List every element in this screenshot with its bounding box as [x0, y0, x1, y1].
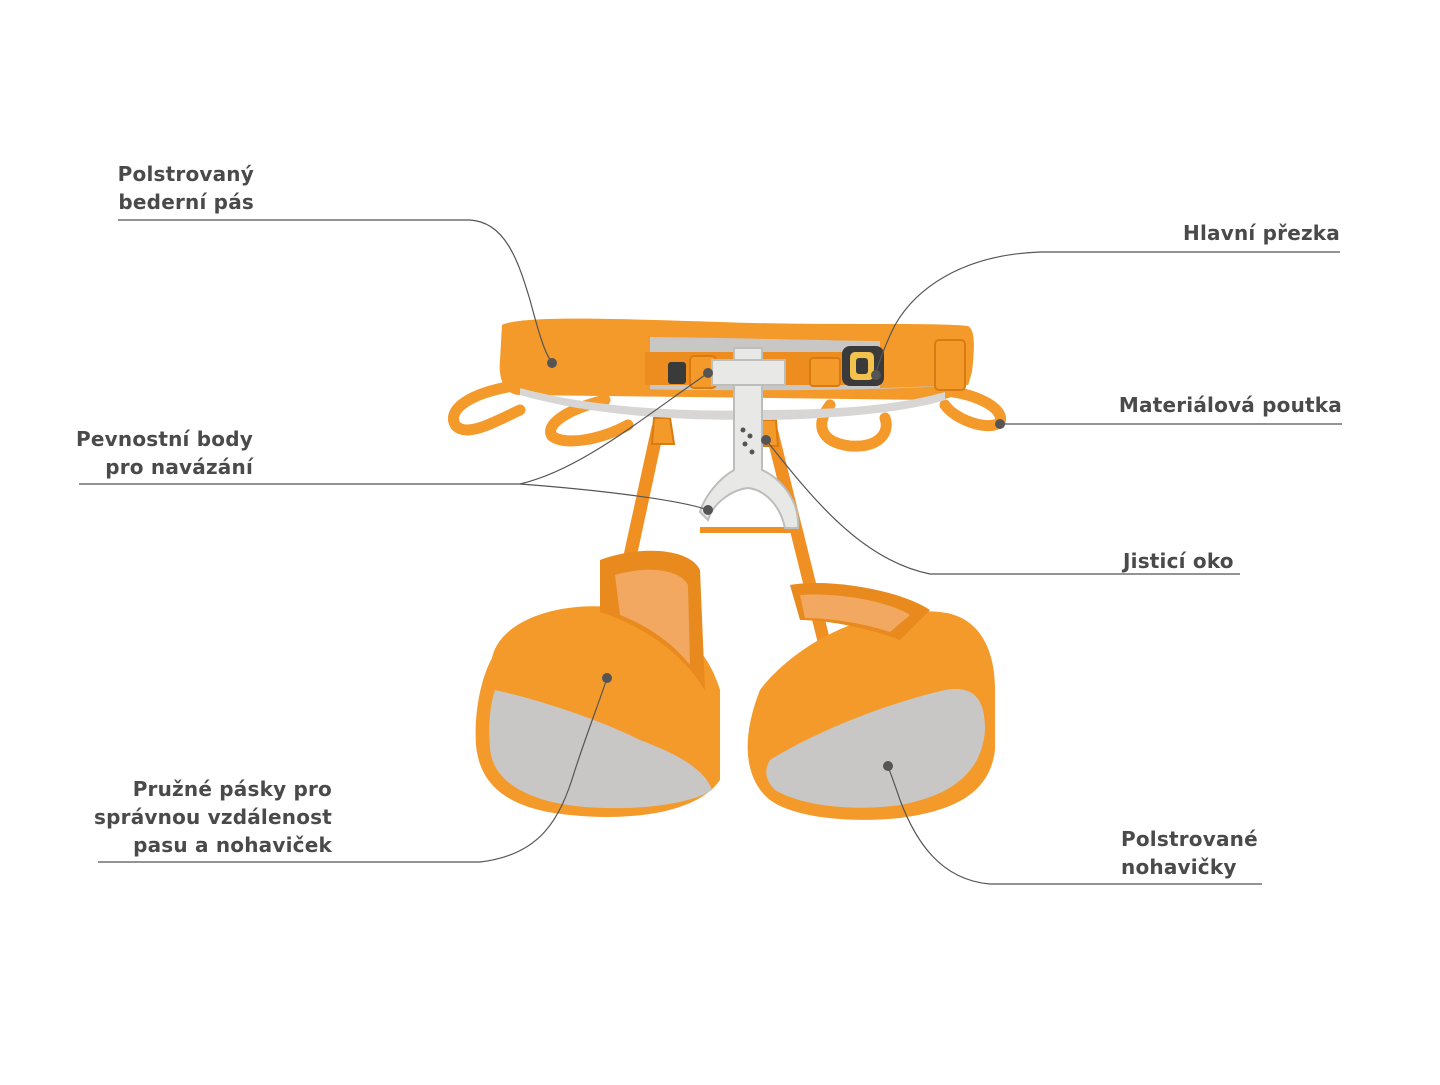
label-leg-loops: Polstrované nohavičky: [1121, 825, 1258, 881]
leader-elastic-straps: [98, 677, 608, 863]
leader-dots: [547, 358, 1005, 771]
dot-elastic-straps: [602, 673, 612, 683]
dot-leg-loops: [883, 761, 893, 771]
gear-loop-left-outer: [448, 379, 526, 436]
side-buckle-left: [668, 362, 686, 384]
leader-waist-belt: [118, 219, 553, 363]
dot-waist-belt: [547, 358, 557, 368]
leg-loop-left: [475, 550, 720, 817]
label-waist-belt: Polstrovaný bederní pás: [118, 160, 254, 216]
leader-lines: [79, 219, 1342, 885]
label-belay-loop: Jisticí oko: [1123, 547, 1234, 575]
leader-main-buckle: [875, 251, 1340, 373]
label-waist-belt-line-1: Polstrovaný: [117, 162, 254, 186]
strap-buckle-left: [650, 417, 676, 445]
waist-belt-pad-left: [501, 330, 650, 392]
label-elastic-straps: Pružné pásky pro správnou vzdálenost pas…: [94, 775, 332, 859]
label-elastic-straps-line-2: správnou vzdálenost: [94, 805, 332, 829]
gear-loops-group: [448, 379, 1006, 452]
dot-belay-loop: [761, 435, 771, 445]
dot-tie-in-lower: [703, 505, 713, 515]
label-tie-in-points: Pevnostní body pro navázání: [76, 425, 253, 481]
leader-tie-in-lower: [519, 483, 709, 511]
gear-loop-left-inner: [545, 394, 634, 447]
dot-tie-in-upper: [703, 368, 713, 378]
label-tie-in-points-line-2: pro navázání: [105, 455, 253, 479]
dot-gear-loops: [995, 419, 1005, 429]
leg-loop-right: [747, 582, 995, 820]
label-elastic-straps-line-1: Pružné pásky pro: [132, 777, 332, 801]
gear-loop-right-inner: [816, 399, 892, 452]
dot-main-buckle: [871, 370, 881, 380]
label-waist-belt-line-2: bederní pás: [118, 190, 254, 214]
leader-belay-loop: [765, 439, 1240, 575]
leader-tie-in-upper: [79, 372, 709, 485]
label-belay-loop-line-1: Jisticí oko: [1123, 549, 1234, 573]
label-leg-loops-line-1: Polstrované: [1121, 827, 1258, 851]
label-tie-in-points-line-1: Pevnostní body: [76, 427, 253, 451]
label-gear-loops-line-1: Materiálová poutka: [1118, 393, 1342, 417]
label-main-buckle: Hlavní přezka: [1183, 219, 1340, 247]
leader-leg-loops: [887, 765, 1262, 885]
label-gear-loops: Materiálová poutka: [1119, 391, 1342, 419]
label-elastic-straps-line-3: pasu a nohaviček: [133, 833, 332, 857]
buckle-keeper: [934, 339, 966, 391]
label-main-buckle-line-1: Hlavní přezka: [1183, 221, 1340, 245]
label-leg-loops-line-2: nohavičky: [1121, 855, 1237, 879]
belay-loop: [698, 347, 800, 529]
